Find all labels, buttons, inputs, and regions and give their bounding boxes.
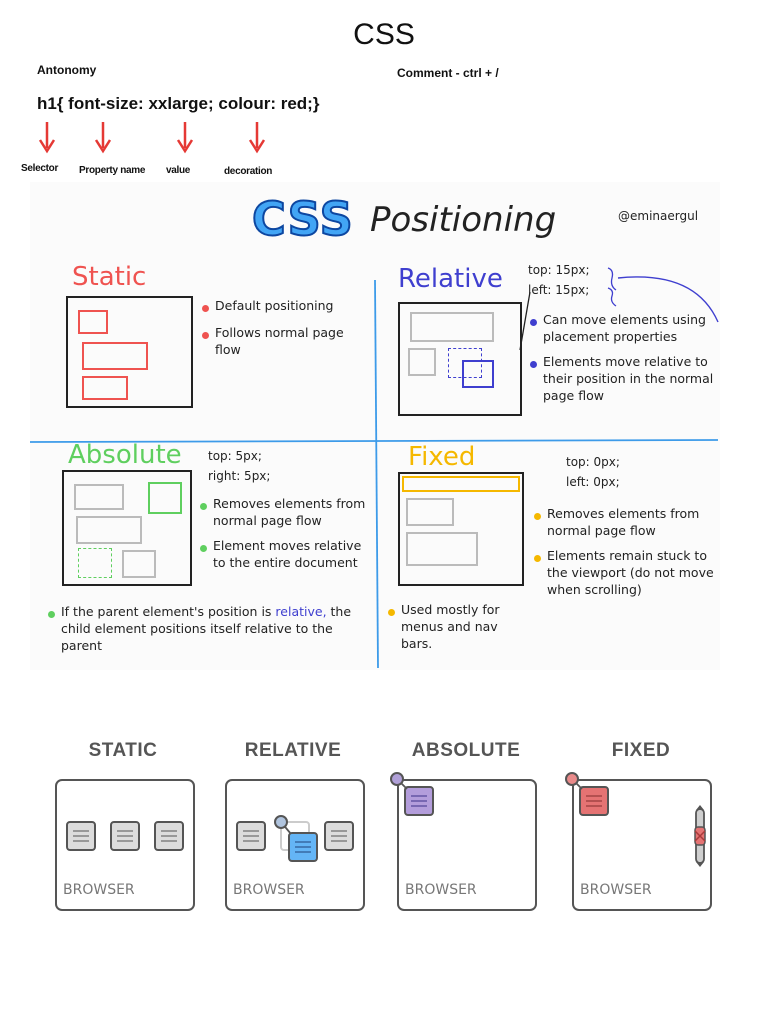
absolute-footnote: If the parent element's position is rela… — [48, 604, 368, 655]
css-positioning-sketch: CSS Positioning @eminaergul Static Defau… — [30, 182, 720, 670]
fixed-browser-heading: FIXED — [611, 740, 671, 761]
sketch-title-css: CSS — [251, 191, 354, 247]
antonomy-label: Antonomy — [37, 63, 97, 77]
selector-label: Selector — [21, 163, 59, 174]
static-bullets: Default positioning Follows normal page … — [202, 298, 367, 359]
static-boxes-icon — [66, 821, 184, 851]
absolute-note-top: top: 5px; — [208, 449, 262, 463]
value-arrow-icon — [176, 122, 194, 154]
selector-arrow-icon — [38, 122, 56, 154]
static-diagram — [66, 296, 193, 408]
relative-note-top: top: 15px; — [528, 263, 590, 277]
absolute-bullets: Removes elements from normal page flow E… — [200, 496, 370, 572]
relative-bullet-2: Elements move relative to their position… — [543, 353, 714, 403]
absolute-bullet-2: Element moves relative to the entire doc… — [213, 537, 362, 570]
fixed-browser-window: BROWSER — [565, 772, 712, 911]
fixed-bullets: Removes elements from normal page flow E… — [534, 506, 714, 598]
fixed-box-icon — [565, 772, 609, 816]
static-browser-window: BROWSER — [55, 779, 195, 911]
css-code-example: h1{ font-size: xxlarge; colour: red;} — [37, 94, 320, 113]
absolute-heading: Absolute — [68, 440, 182, 470]
relative-diagram — [398, 302, 522, 416]
fixed-bullet-2: Elements remain stuck to the viewport (d… — [547, 547, 714, 597]
static-browser-heading: STATIC — [88, 740, 158, 761]
fixed-note-left: left: 0px; — [566, 475, 620, 489]
static-browser-label: BROWSER — [63, 882, 135, 898]
fixed-footnote-text: Used mostly for menus and nav bars. — [401, 602, 500, 651]
sketch-title-positioning: Positioning — [370, 200, 557, 240]
page-title: CSS — [353, 18, 415, 51]
property-arrow-icon — [94, 122, 112, 154]
relative-browser-heading: RELATIVE — [244, 740, 342, 761]
absolute-footnote-b: relative, — [275, 604, 327, 619]
relative-note-left: left: 15px; — [528, 283, 590, 297]
value-label: value — [166, 165, 191, 176]
relative-bullets: Can move elements using placement proper… — [530, 312, 715, 404]
absolute-browser-window: BROWSER — [390, 772, 537, 911]
absolute-diagram — [62, 470, 192, 586]
absolute-note-right: right: 5px; — [208, 469, 271, 483]
absolute-bullet-1: Removes elements from normal page flow — [213, 496, 366, 528]
relative-heading: Relative — [398, 264, 503, 294]
static-heading: Static — [72, 262, 147, 292]
quadrant-dividers — [30, 279, 719, 669]
absolute-browser-label: BROWSER — [405, 882, 477, 898]
fixed-browser-label: BROWSER — [580, 882, 652, 898]
fixed-note-top: top: 0px; — [566, 455, 620, 469]
scrollbar-icon — [694, 805, 706, 867]
relative-connector-icon — [519, 267, 719, 351]
fixed-footnote: Used mostly for menus and nav bars. — [388, 602, 510, 653]
fixed-heading: Fixed — [408, 442, 476, 472]
property-name-label: Property name — [79, 165, 146, 176]
relative-bullet-1: Can move elements using placement proper… — [543, 312, 706, 344]
static-bullet-1: Default positioning — [215, 298, 334, 313]
relative-browser-window: BROWSER — [225, 779, 365, 911]
fixed-bullet-1: Removes elements from normal page flow — [547, 506, 700, 538]
relative-browser-label: BROWSER — [233, 882, 305, 898]
fixed-diagram — [398, 472, 524, 586]
decoration-arrow-icon — [248, 122, 266, 154]
absolute-footnote-c: the child element positions itself relat… — [61, 604, 352, 653]
relative-boxes-icon — [236, 815, 354, 862]
absolute-browser-heading: ABSOLUTE — [411, 740, 521, 761]
author-handle: @eminaergul — [618, 209, 699, 223]
absolute-footnote-a: If the parent element's position is — [61, 604, 272, 619]
comment-shortcut-label: Comment - ctrl + / — [397, 66, 499, 80]
absolute-box-icon — [390, 772, 434, 816]
decoration-label: decoration — [224, 166, 273, 177]
static-bullet-2: Follows normal page flow — [215, 324, 344, 357]
